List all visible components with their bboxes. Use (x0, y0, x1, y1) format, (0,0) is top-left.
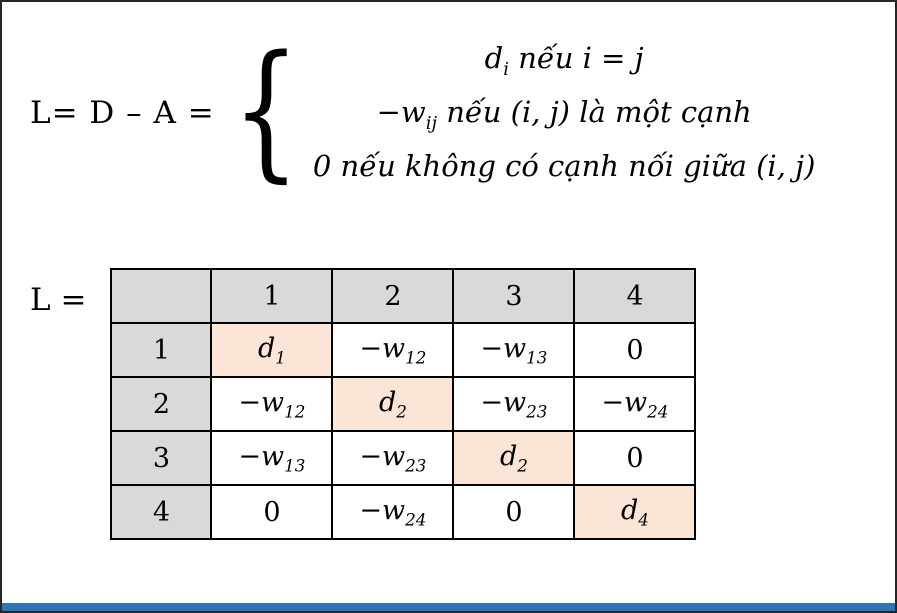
matrix-cell: d4 (573, 484, 697, 540)
matrix-cell: −w13 (452, 322, 576, 378)
formula-cases: di nếu i = j −wij nếu (i, j) là một cạnh 0… (313, 32, 816, 194)
matrix-col-header: 1 (210, 268, 334, 324)
formula-case: 0 nếu không có cạnh nối giữa (i, j) (312, 149, 816, 184)
matrix-cell: d2 (452, 430, 576, 486)
matrix-cell: −w23 (331, 430, 455, 486)
matrix-cell: d1 (210, 322, 334, 378)
matrix-col-header: 4 (573, 268, 697, 324)
matrix-cell: −w12 (331, 322, 455, 378)
matrix-corner-cell (110, 268, 213, 324)
left-brace-icon: { (231, 24, 300, 197)
matrix-row-header: 3 (110, 430, 213, 486)
matrix-cell: d2 (331, 376, 455, 432)
matrix-cell: 0 (573, 322, 697, 378)
matrix-col-header: 3 (452, 268, 576, 324)
formula-lhs: L= D – A = (30, 95, 215, 132)
matrix-cell: −w12 (210, 376, 334, 432)
matrix-cell: −w13 (210, 430, 334, 486)
matrix-col-header: 2 (331, 268, 455, 324)
matrix-row-header: 1 (110, 322, 213, 378)
matrix-cell: 0 (210, 484, 334, 540)
matrix-cell: 0 (452, 484, 576, 540)
matrix-cell: 0 (573, 430, 697, 486)
matrix-row-header: 2 (110, 376, 213, 432)
matrix-label: L = (30, 282, 87, 318)
bottom-accent-bar (2, 603, 895, 611)
matrix-cell: −w24 (331, 484, 455, 540)
matrix-cell: −w23 (452, 376, 576, 432)
formula-case: di nếu i = j (484, 41, 644, 80)
formula-case: −wij nếu (i, j) là một cạnh (376, 95, 752, 135)
matrix-row-header: 4 (110, 484, 213, 540)
matrix-cell: −w24 (573, 376, 697, 432)
laplacian-definition: L= D – A = { di nếu i = j−wij nếu (i, j)… (30, 32, 815, 194)
